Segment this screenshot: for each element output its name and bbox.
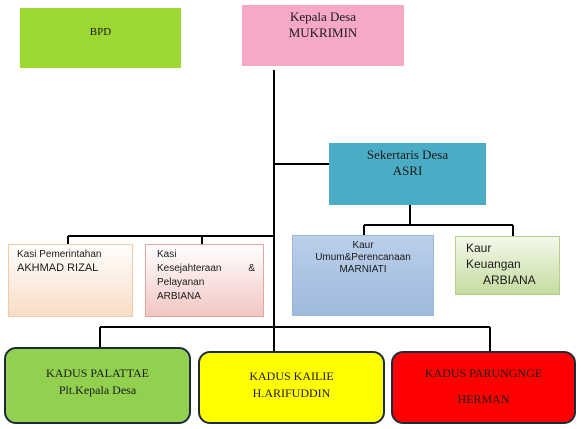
kaur-umum-box: Kaur Umum&Perencanaan MARNIATI — [292, 235, 434, 316]
kaur-keuangan-line1: Kaur — [466, 241, 492, 255]
kaur-keuangan-box: Kaur Keuangan ARBIANA — [455, 236, 560, 295]
kasi-kesejahteraan-line2b: & — [248, 263, 255, 274]
kaur-umum-line2: Umum&Perencanaan — [315, 252, 411, 263]
kepala-desa-title: Kepala Desa — [289, 9, 357, 24]
kadus-kailie-box: KADUS KAILIE H.ARIFUDDIN — [198, 351, 385, 424]
sekretaris-desa-title: Sekertaris Desa — [366, 147, 449, 162]
kasi-kesejahteraan-line1: Kasi — [157, 249, 177, 260]
kasi-kesejahteraan-name: ARBIANA — [157, 291, 201, 302]
kasi-kesejahteraan-line2a: Kesejahteraan — [157, 263, 222, 274]
kadus-palattae-name: Plt.Kepala Desa — [58, 383, 137, 397]
sekretaris-desa-box: Sekertaris Desa ASRI — [329, 143, 486, 205]
kadus-palattae-box: KADUS PALATTAE Plt.Kepala Desa — [4, 347, 191, 424]
kasi-pemerintahan-name: AKHMAD RIZAL — [17, 262, 99, 274]
kadus-parungnge-box: KADUS PARUNGNGE HERMAN — [391, 351, 576, 424]
kaur-umum-name: MARNIATI — [339, 264, 387, 275]
kasi-pemerintahan-box: Kasi Pemerintahan AKHMAD RIZAL — [8, 244, 133, 317]
kasi-kesejahteraan-box: Kasi Kesejahteraan & Pelayanan ARBIANA — [145, 244, 264, 317]
kadus-palattae-title: KADUS PALATTAE — [46, 366, 149, 380]
kadus-kailie-name: H.ARIFUDDIN — [252, 386, 331, 400]
kepala-desa-box: Kepala Desa MUKRIMIN — [242, 5, 404, 66]
kaur-umum-line1: Kaur — [352, 240, 374, 251]
kadus-parungnge-name: HERMAN — [457, 392, 510, 406]
kaur-keuangan-name: ARBIANA — [483, 273, 536, 287]
sekretaris-desa-name: ASRI — [392, 163, 423, 178]
bpd-label: BPD — [89, 26, 112, 38]
kasi-kesejahteraan-line3: Pelayanan — [157, 277, 205, 288]
kaur-keuangan-line2: Keuangan — [466, 257, 521, 271]
kadus-parungnge-title: KADUS PARUNGNGE — [424, 366, 543, 380]
kadus-kailie-title: KADUS KAILIE — [249, 369, 334, 383]
kepala-desa-name: MUKRIMIN — [288, 25, 358, 40]
bpd-box: BPD — [20, 8, 181, 68]
kasi-pemerintahan-title: Kasi Pemerintahan — [17, 249, 102, 260]
